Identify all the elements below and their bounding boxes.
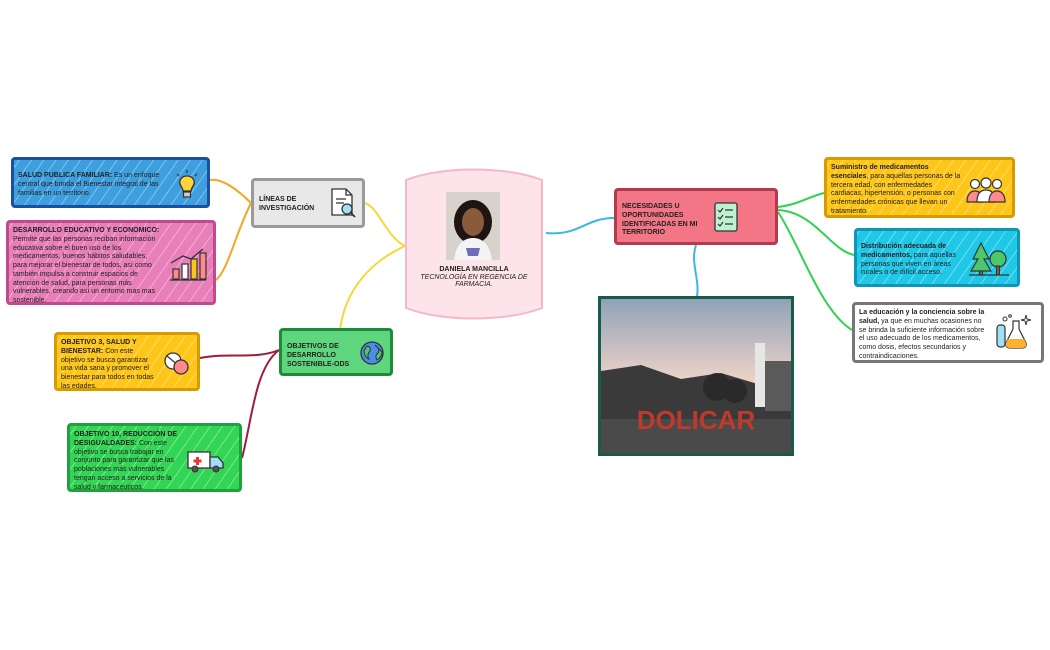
leaf-distribucion-title: Distribución adecuada de medicamentos, <box>861 243 947 259</box>
branch-objetivos-ods[interactable]: OBJETIVOS DE DESARROLLO SOSTENIBLE-ODS <box>279 328 393 376</box>
lightbulb-icon <box>176 170 198 198</box>
document-search-icon <box>331 188 356 218</box>
leaf-obj3-title: OBJETIVO 3, SALUD Y BIENESTAR: <box>61 339 137 355</box>
leaf-salud-text: SALUD PUBLICA FAMILIAR: Es un enfoque ce… <box>18 172 168 198</box>
branch-necesidades[interactable]: NECESIDADES U OPORTUNIDADES IDENTIFICADA… <box>614 188 778 245</box>
globe-icon <box>360 341 384 365</box>
leaf-objetivo-10[interactable]: OBJETIVO 10, REDUCCIÓN DE DESIGUALDADES:… <box>67 423 242 492</box>
growth-chart-icon <box>170 248 207 281</box>
leaf-salud-body: Es un enfoque central que brinda el Bien… <box>18 172 160 197</box>
lab-flask-icon <box>996 314 1032 349</box>
leaf-distribucion-body: para aquellas personas que viven en área… <box>861 251 956 277</box>
leaf-distribucion-text: Distribución adecuada de medicamentos, p… <box>861 243 967 278</box>
leaf-suministro[interactable]: Suministro de medicamentos esenciales, p… <box>824 157 1015 218</box>
leaf-educacion-text: La educación y la conciencia sobre la sa… <box>859 309 989 360</box>
branch-necesidades-label: NECESIDADES U OPORTUNIDADES IDENTIFICADA… <box>622 203 698 237</box>
photo-sign-text: DOLICAR <box>637 405 756 435</box>
leaf-educacion-body: ya que en muchas ocasiones no se brinda … <box>859 317 985 360</box>
leaf-desarrollo-body: Permite que las personas reciban informa… <box>13 235 156 304</box>
leaf-educacion-title: La educación y la conciencia sobre la sa… <box>859 309 985 325</box>
profile-photo <box>446 192 500 260</box>
leaf-salud-publica[interactable]: SALUD PUBLICA FAMILIAR: Es un enfoque ce… <box>11 157 210 208</box>
checklist-icon <box>714 202 738 232</box>
leaf-desarrollo-educativo[interactable]: DESARROLLO EDUCATIVO Y ECONOMICO: Permit… <box>6 220 216 305</box>
branch-objetivos-label: OBJETIVOS DE DESARROLLO SOSTENIBLE-ODS <box>287 343 350 368</box>
branch-lineas-label: LÍNEAS DE INVESTIGACIÓN <box>259 196 315 212</box>
leaf-suministro-title: Suministro de medicamentos esenciales <box>831 164 929 180</box>
leaf-salud-title: SALUD PUBLICA FAMILIAR: <box>18 172 113 179</box>
people-icon <box>966 177 1006 203</box>
leaf-suministro-text: Suministro de medicamentos esenciales, p… <box>831 164 963 215</box>
leaf-objetivo-3[interactable]: OBJETIVO 3, SALUD Y BIENESTAR: Con este … <box>54 332 200 391</box>
leaf-desarrollo-text: DESARROLLO EDUCATIVO Y ECONOMICO: Permit… <box>13 227 163 304</box>
ambulance-icon <box>187 451 224 473</box>
central-subtitle: TECNOLOGÍA EN REGENCIA DE FARMACIA. <box>420 274 528 288</box>
central-node[interactable]: DANIELA MANCILLA TECNOLOGÍA EN REGENCIA … <box>402 168 546 320</box>
central-name: DANIELA MANCILLA <box>439 266 509 273</box>
leaf-obj10-text: OBJETIVO 10, REDUCCIÓN DE DESIGUALDADES:… <box>74 431 186 491</box>
leaf-educacion[interactable]: La educación y la conciencia sobre la sa… <box>852 302 1044 363</box>
leaf-obj3-body: Con este objetivo se busca garantizar un… <box>61 347 154 390</box>
leaf-desarrollo-title: DESARROLLO EDUCATIVO Y ECONOMICO: <box>13 227 160 234</box>
territory-photo[interactable]: DOLICAR <box>598 296 794 456</box>
leaf-obj10-title: OBJETIVO 10, REDUCCIÓN DE DESIGUALDADES: <box>74 431 178 447</box>
leaf-suministro-body: , para aquellas personas de la tercera e… <box>831 172 961 215</box>
leaf-distribucion[interactable]: Distribución adecuada de medicamentos, p… <box>854 228 1020 287</box>
pills-icon <box>164 352 189 375</box>
branch-lineas-investigacion[interactable]: LÍNEAS DE INVESTIGACIÓN <box>251 178 365 228</box>
leaf-obj3-text: OBJETIVO 3, SALUD Y BIENESTAR: Con este … <box>61 339 159 390</box>
trees-icon <box>969 241 1009 276</box>
leaf-obj10-body: Con este objetivo se busca trabajar en c… <box>74 439 175 491</box>
